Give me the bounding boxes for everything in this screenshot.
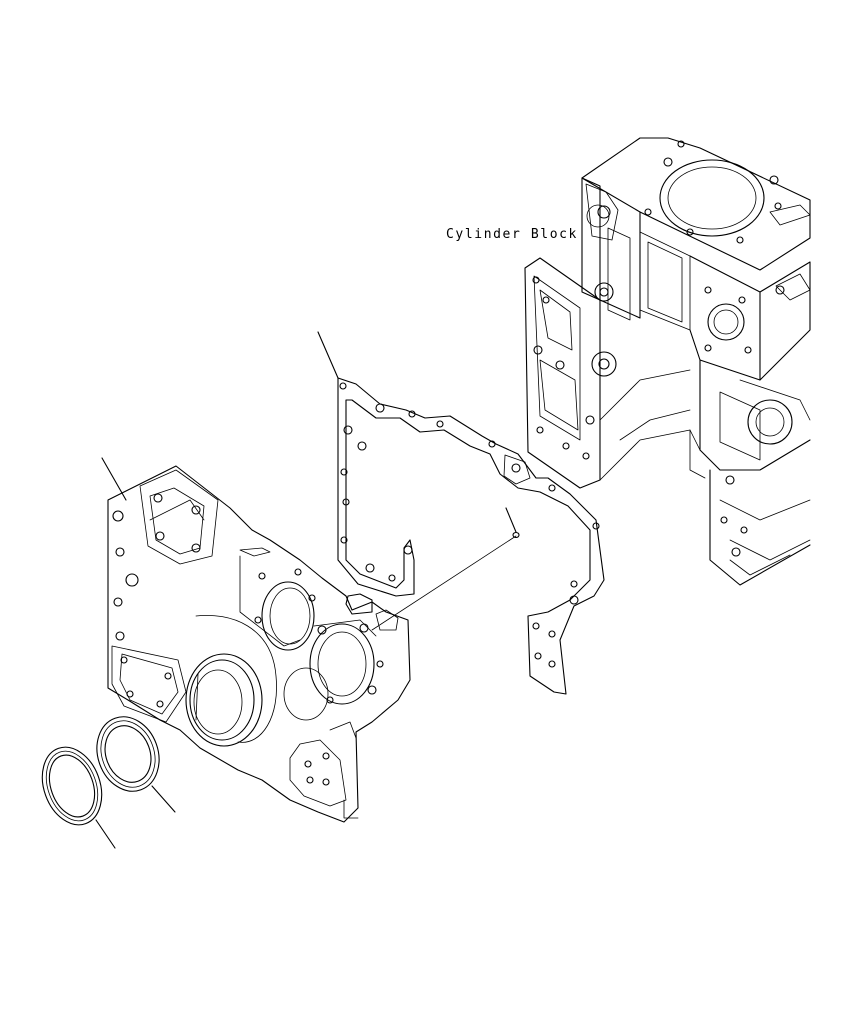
cylinder-block [524,137,811,586]
seal-ring [41,746,103,826]
leader-line-ring [95,819,116,849]
dowel-pin [371,507,520,631]
cylinder-block-label: Cylinder Block [446,227,578,242]
front-cover-gasket [337,377,605,695]
oil-seal [96,716,160,792]
leader-line-seal [151,785,176,813]
front-gear-cover [107,465,411,823]
leader-line-cover [101,457,127,501]
leader-line-gasket [317,331,339,379]
